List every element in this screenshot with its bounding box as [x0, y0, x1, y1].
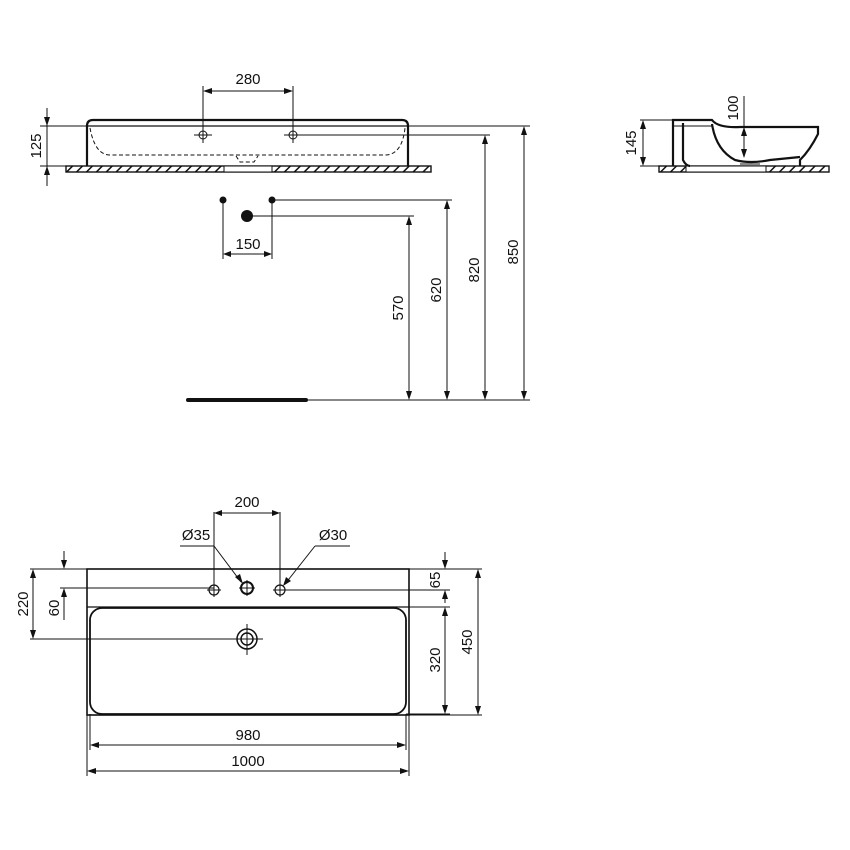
dim-850: 850	[505, 239, 522, 264]
front-view: 280 125 150 570 6	[28, 71, 530, 402]
top-view: 200 Ø35 Ø30 220 60 65	[15, 494, 482, 776]
dim-450: 450	[459, 629, 476, 654]
dim-1000: 1000	[231, 753, 264, 770]
dim-100: 100	[725, 95, 742, 120]
dim-65: 65	[427, 572, 444, 589]
dim-150: 150	[235, 236, 260, 253]
side-view: 100 145	[623, 95, 830, 173]
basin-outline	[85, 118, 410, 166]
tap-hole-center	[239, 580, 255, 596]
dim-145: 145	[623, 130, 640, 155]
tap-hole-left	[207, 583, 221, 597]
drain-hole	[30, 624, 263, 655]
bowl-top-outline	[89, 607, 407, 715]
dim-220: 220	[15, 591, 32, 616]
bowl-hidden-line	[89, 127, 406, 156]
dim-200: 200	[234, 494, 259, 511]
side-basin-outline	[671, 118, 820, 166]
dim-dia-35: Ø35	[182, 527, 210, 544]
dim-980: 980	[235, 727, 260, 744]
dim-620: 620	[428, 277, 445, 302]
dim-dia-30: Ø30	[319, 527, 347, 544]
dim-570: 570	[390, 295, 407, 320]
dim-60: 60	[46, 600, 63, 617]
basin-top-outline	[86, 568, 410, 716]
dim-820: 820	[466, 257, 483, 282]
dim-125: 125	[28, 133, 45, 158]
dim-280: 280	[235, 71, 260, 88]
dim-320: 320	[427, 647, 444, 672]
